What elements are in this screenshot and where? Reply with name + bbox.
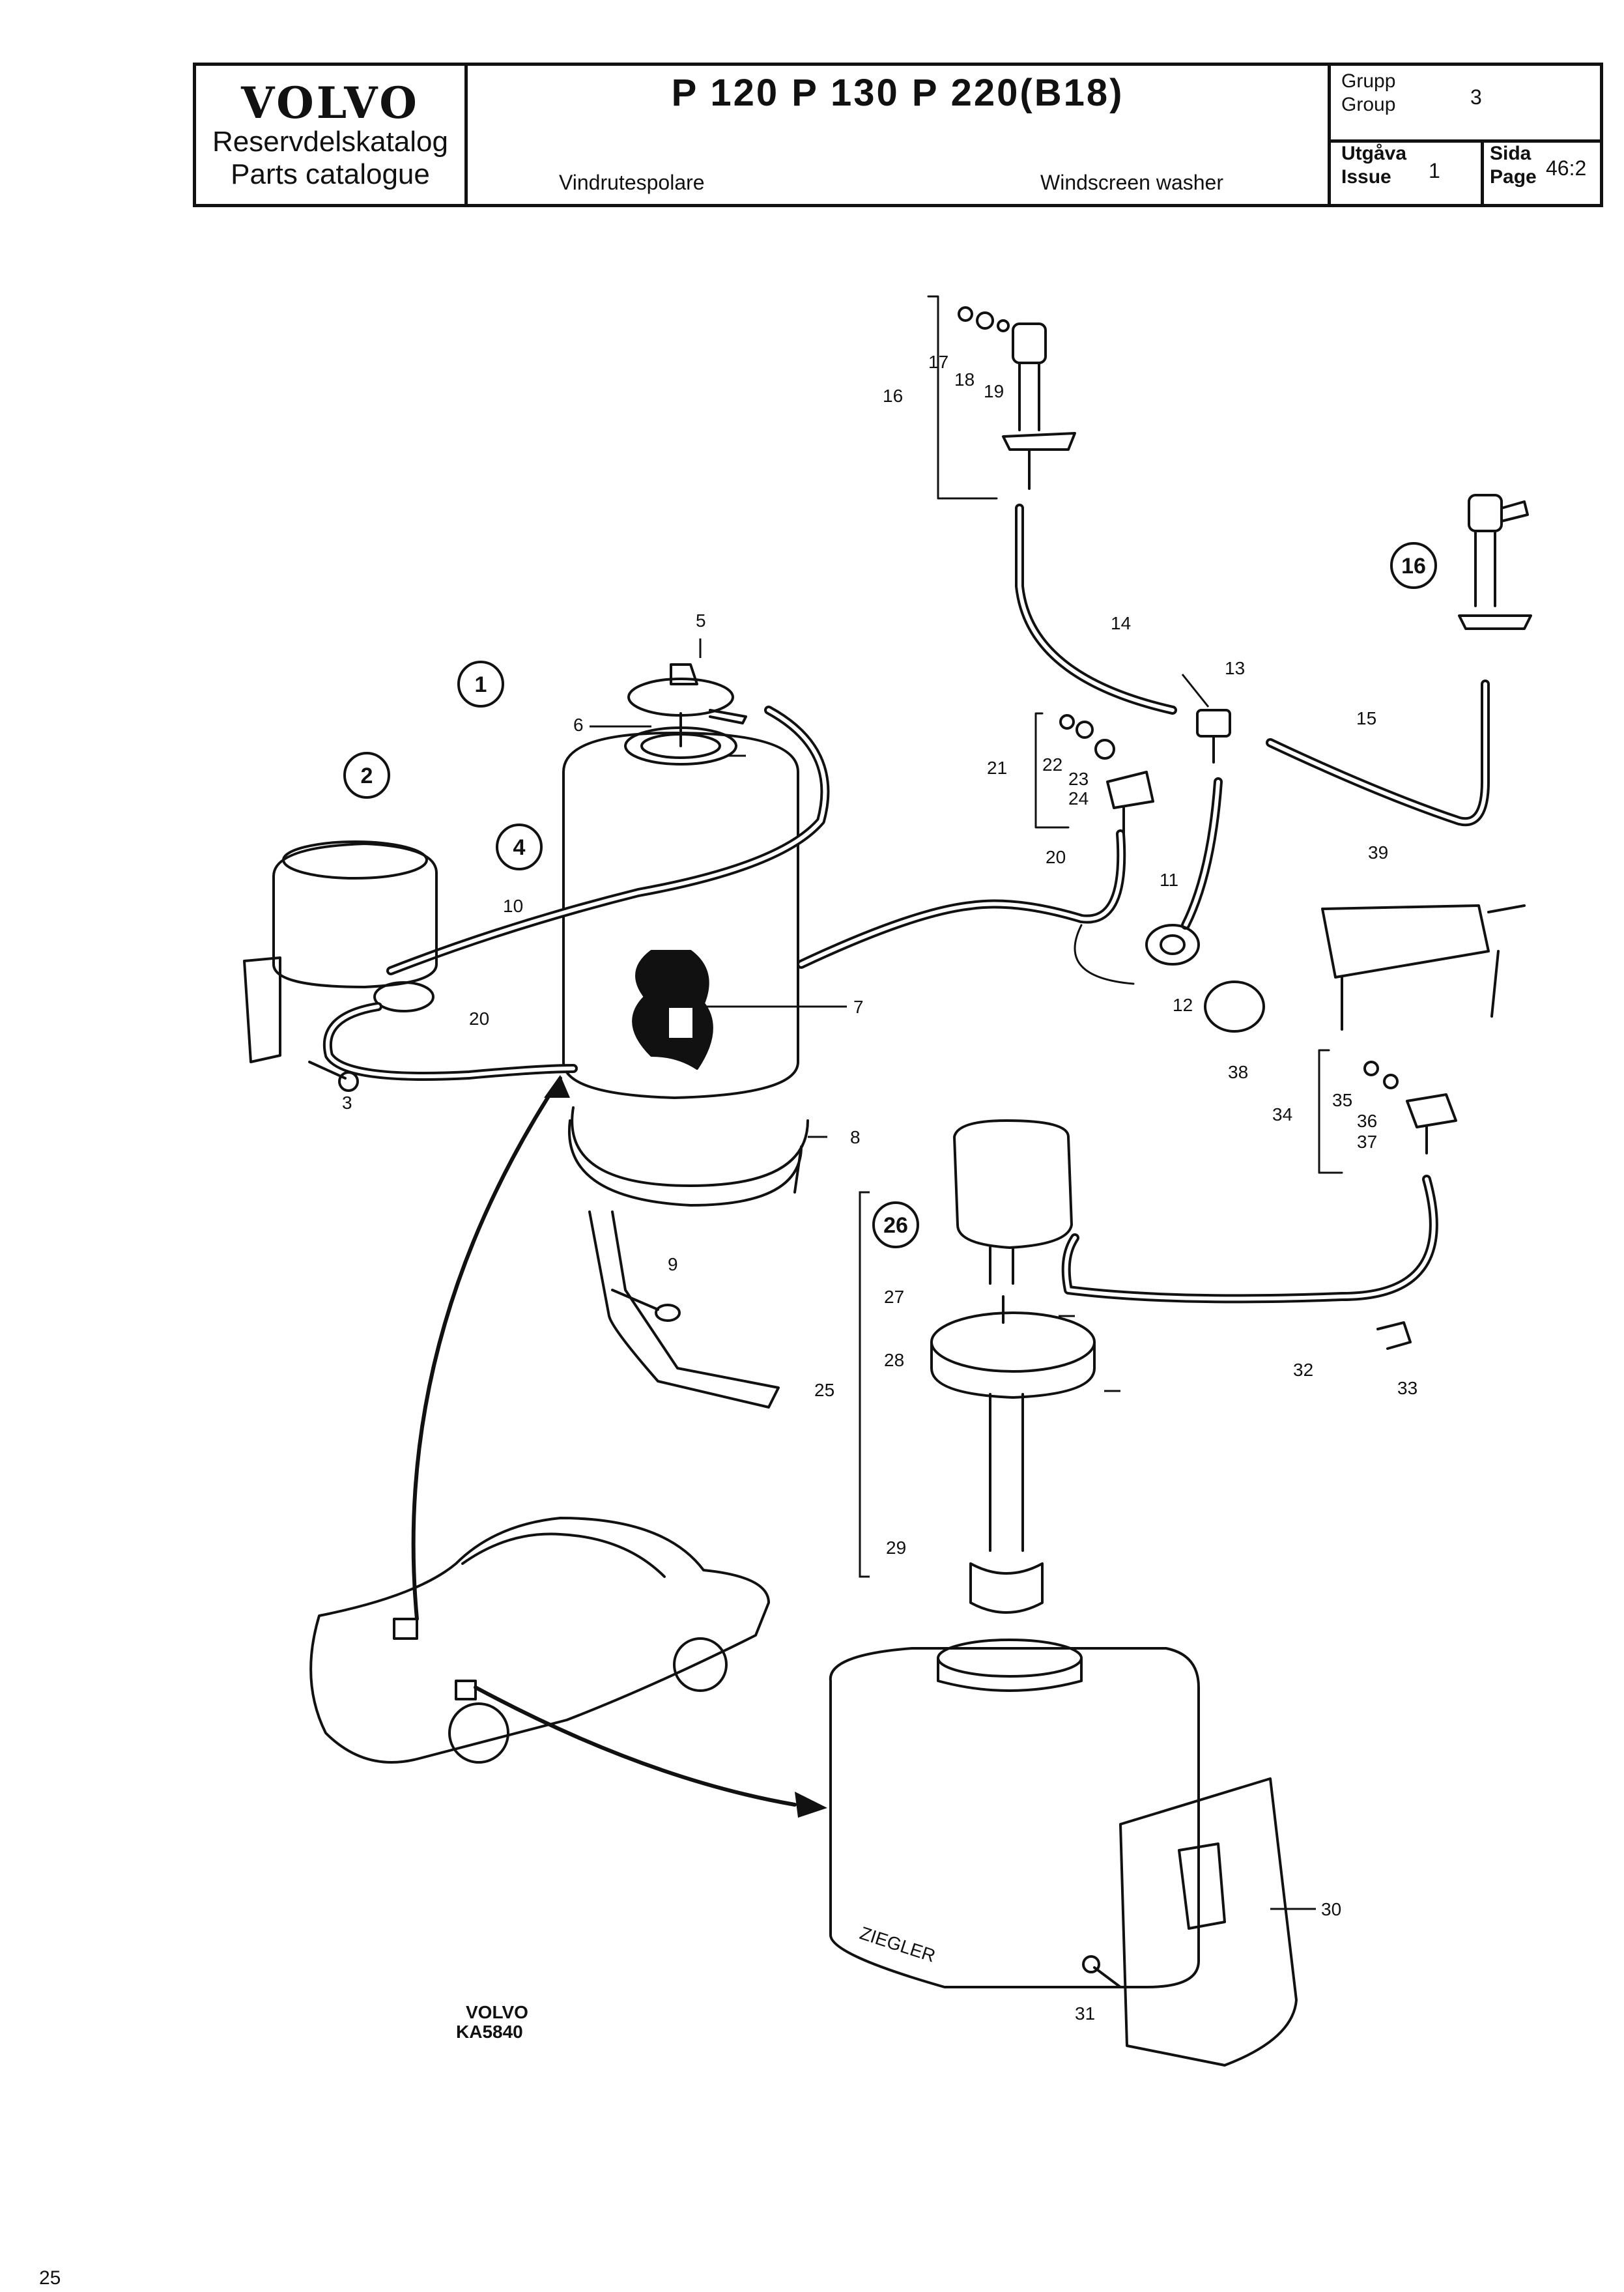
issue-cell: Utgåva Issue 1	[1331, 139, 1484, 204]
circled-label-16: 16	[1401, 554, 1426, 579]
label-31: 31	[1075, 2003, 1095, 2024]
label-16: 16	[883, 386, 903, 406]
label-14: 14	[1111, 613, 1131, 633]
label-23: 23	[1068, 769, 1089, 789]
volvo-logo: VOLVO	[241, 78, 420, 128]
group-label-en: Group	[1341, 94, 1396, 115]
group-row: Grupp Group 3	[1331, 66, 1603, 143]
label-9: 9	[668, 1254, 678, 1274]
brand-cell: VOLVO Reservdelskatalog Parts catalogue	[196, 66, 468, 204]
issue-value: 1	[1429, 159, 1440, 182]
label-13: 13	[1225, 658, 1245, 678]
label-10: 10	[503, 896, 523, 916]
section-title-en: Windscreen washer	[1040, 171, 1223, 194]
title-cell: P 120 P 130 P 220(B18) Vindrutespolare W…	[468, 66, 1331, 204]
catalog-name-sv: Reservdelskatalog	[212, 126, 448, 158]
circled-label-2: 2	[361, 764, 373, 788]
label-22: 22	[1042, 754, 1062, 775]
page-label-sv: Sida	[1490, 143, 1531, 164]
circled-label-4: 4	[513, 835, 526, 860]
label-33: 33	[1397, 1378, 1417, 1398]
group-label-sv: Grupp	[1341, 70, 1396, 92]
meta-cell: Grupp Group 3 Utgåva Issue 1 Sida Page 4…	[1331, 66, 1603, 204]
label-5: 5	[696, 610, 706, 631]
label-7: 7	[853, 997, 864, 1017]
issue-label-sv: Utgåva	[1341, 143, 1407, 164]
drawing-ref-brand: VOLVO	[466, 2002, 528, 2022]
circled-label-26: 26	[883, 1213, 908, 1238]
tank-brand-text: ZIEGLER	[857, 1923, 938, 1966]
label-30: 30	[1321, 1899, 1341, 1919]
title-block: VOLVO Reservdelskatalog Parts catalogue …	[193, 63, 1603, 207]
label-19: 19	[984, 381, 1004, 401]
label-21: 21	[987, 758, 1007, 778]
label-11: 11	[1160, 870, 1178, 890]
model-list: P 120 P 130 P 220(B18)	[671, 72, 1124, 114]
label-32: 32	[1293, 1360, 1313, 1380]
catalog-name-en: Parts catalogue	[231, 158, 430, 190]
circled-label-1: 1	[475, 672, 487, 697]
page-label-en: Page	[1490, 166, 1537, 188]
label-36: 36	[1357, 1111, 1377, 1131]
label-38: 38	[1228, 1062, 1248, 1082]
issue-label-en: Issue	[1341, 166, 1391, 188]
label-27: 27	[884, 1287, 904, 1307]
label-12: 12	[1173, 995, 1193, 1015]
label-20-lower: 20	[469, 1009, 489, 1029]
label-18: 18	[954, 369, 975, 390]
label-37: 37	[1357, 1132, 1377, 1152]
nozzle-top	[958, 306, 1076, 490]
label-35: 35	[1332, 1090, 1352, 1110]
group-value: 3	[1470, 85, 1482, 109]
drawing-ref-code: KA5840	[456, 2022, 523, 2042]
label-15: 15	[1356, 708, 1376, 728]
page-footer-number: 25	[39, 2267, 61, 2289]
label-28: 28	[884, 1350, 904, 1370]
label-25: 25	[814, 1380, 834, 1400]
page-value: 46:2	[1546, 156, 1587, 180]
label-39: 39	[1368, 842, 1388, 863]
page-cell: Sida Page 46:2	[1481, 139, 1603, 204]
label-29: 29	[886, 1538, 906, 1558]
label-34: 34	[1272, 1104, 1292, 1125]
label-20-upper: 20	[1046, 847, 1066, 867]
label-3: 3	[342, 1093, 352, 1113]
label-24: 24	[1068, 788, 1089, 809]
label-17: 17	[928, 352, 948, 372]
label-8: 8	[850, 1127, 861, 1147]
section-title-sv: Vindrutespolare	[559, 171, 705, 194]
label-6: 6	[573, 715, 584, 735]
